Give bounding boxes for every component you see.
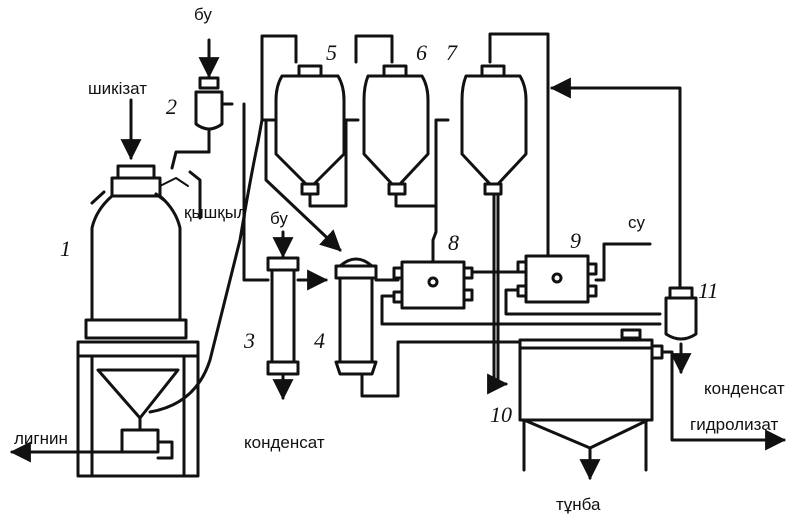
lignin-label: лигнин [14, 429, 68, 448]
heater-2 [194, 38, 234, 154]
number-11: 11 [698, 278, 719, 303]
tank-10 [518, 328, 664, 481]
number-6: 6 [416, 40, 427, 65]
condensate-left-label: конденсат [244, 433, 325, 452]
number-2: 2 [166, 94, 177, 119]
tank-7 [460, 64, 528, 196]
acid-label: қышқыл [184, 203, 247, 222]
number-5: 5 [326, 40, 337, 65]
hydrolysis-apparatus-1 [76, 164, 200, 478]
heat-exchanger-3 [266, 230, 329, 401]
unit-8 [392, 260, 474, 310]
water-label: су [628, 213, 645, 232]
condensate-right-label: конденсат [704, 379, 785, 398]
number-9: 9 [570, 228, 581, 253]
vapor-line [148, 118, 274, 414]
number-8: 8 [448, 230, 459, 255]
hydrolysate-label: гидролизат [690, 415, 779, 434]
number-4: 4 [314, 328, 325, 353]
number-1: 1 [60, 236, 71, 261]
tank-6 [362, 64, 430, 196]
column-4 [334, 257, 400, 376]
separator-11 [664, 286, 698, 375]
hydrolysate-outlet-arrow [660, 350, 787, 451]
number-3: 3 [244, 328, 255, 353]
unit-9 [516, 254, 598, 304]
number-7: 7 [446, 40, 457, 65]
steam-mid-label: бу [270, 209, 288, 228]
sediment-label: тұнба [556, 495, 601, 514]
number-10: 10 [490, 402, 512, 427]
water-inlet [594, 242, 652, 282]
tank-5 [274, 64, 346, 196]
steam-top-label: бу [194, 5, 212, 24]
raw-material-label: шикізат [88, 79, 148, 98]
